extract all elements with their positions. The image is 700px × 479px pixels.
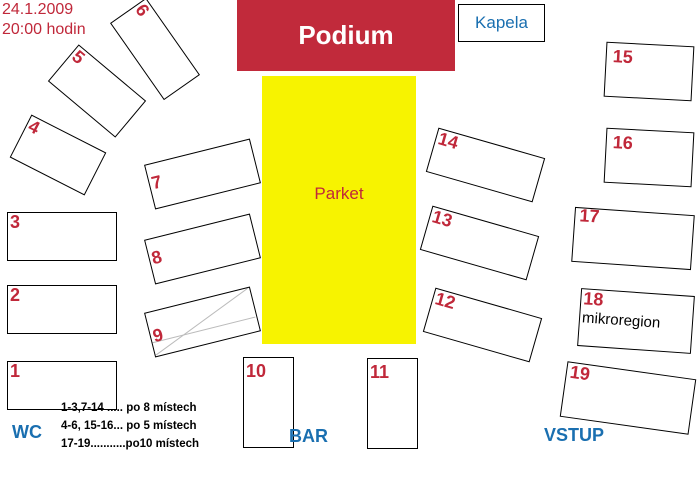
table-number: 1: [10, 361, 21, 381]
table-number: 5: [68, 46, 89, 69]
wc-label: WC: [12, 422, 42, 442]
table-number: 3: [10, 212, 21, 232]
capacity-legend: 1-3,7-14 ..... po 8 místech 4-6, 15-16..…: [61, 399, 199, 453]
table-number: 19: [568, 361, 592, 385]
legend-line: 4-6, 15-16... po 5 místech: [61, 420, 197, 432]
table-13[interactable]: 13: [419, 205, 540, 281]
table-12[interactable]: 12: [422, 287, 543, 363]
table-5[interactable]: 5: [47, 44, 147, 138]
table-number: 11: [370, 362, 390, 382]
table-14[interactable]: 14: [425, 127, 546, 203]
table-10[interactable]: 10: [243, 357, 294, 448]
table-19[interactable]: 19: [559, 361, 697, 435]
table-7[interactable]: 7: [144, 138, 261, 210]
kapela-label: Kapela: [475, 13, 528, 32]
table-2[interactable]: 2: [7, 285, 117, 334]
event-datetime: 24.1.2009 20:00 hodin: [2, 0, 86, 40]
crossed-out-marker: [152, 287, 256, 356]
table-11[interactable]: 11: [367, 358, 418, 449]
table-number: 4: [25, 115, 44, 139]
legend-line: 1-3,7-14 ..... po 8 místech: [61, 402, 197, 414]
table-9[interactable]: 9: [144, 286, 261, 358]
table-16[interactable]: 16: [603, 127, 695, 188]
table-18-note: mikroregion: [581, 309, 661, 332]
bar-label: BAR: [289, 426, 328, 446]
table-number: 13: [429, 206, 455, 232]
table-number: 12: [432, 288, 458, 314]
kapela-area: Kapela: [458, 4, 545, 42]
table-number: 15: [612, 46, 634, 68]
table-number: 16: [612, 132, 634, 154]
podium-label: Podium: [298, 20, 394, 50]
podium: Podium: [237, 0, 455, 71]
table-18[interactable]: 18 mikroregion: [577, 288, 695, 354]
table-1[interactable]: 1: [7, 361, 117, 410]
dance-floor: Parket: [262, 76, 416, 344]
parket-label: Parket: [314, 184, 364, 203]
table-number: 10: [246, 361, 267, 381]
table-3[interactable]: 3: [7, 212, 117, 261]
table-number: 17: [578, 205, 601, 227]
event-date: 24.1.2009: [2, 1, 74, 18]
table-4[interactable]: 4: [9, 114, 107, 196]
table-number: 8: [149, 246, 164, 269]
table-number: 2: [10, 285, 21, 305]
table-8[interactable]: 8: [144, 213, 261, 285]
table-number: 14: [435, 128, 461, 154]
table-number: 18: [582, 288, 605, 310]
legend-line: 17-19...........po10 místech: [61, 438, 200, 450]
table-17[interactable]: 17: [571, 205, 695, 271]
table-number: 6: [131, 0, 154, 21]
vstup-label: VSTUP: [544, 425, 605, 445]
table-15[interactable]: 15: [603, 41, 695, 102]
event-time: 20:00 hodin: [2, 21, 86, 38]
table-number: 7: [149, 171, 164, 194]
